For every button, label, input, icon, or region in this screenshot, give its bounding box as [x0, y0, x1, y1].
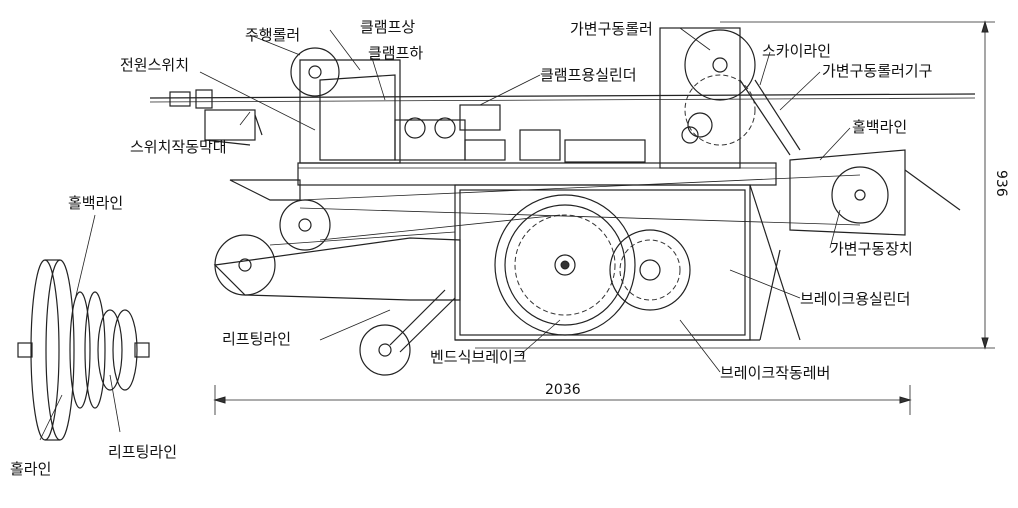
label-clamp-upper: 클램프상: [360, 18, 416, 36]
label-haulback-line: 홀백라인: [852, 118, 908, 136]
haulback-roller: [831, 166, 889, 224]
label-band-brake: 벤드식브레이크: [430, 348, 527, 366]
lifting-roller: [359, 324, 411, 376]
main-body: [454, 184, 751, 341]
travel-roller: [290, 47, 340, 97]
label-brake-lever: 브레이크작동레버: [720, 364, 831, 382]
dimension-width: 2036: [545, 382, 581, 398]
power-switch-assembly: [169, 89, 263, 146]
label-variable-roller-mech: 가변구동롤러기구: [822, 62, 933, 80]
main-drum: [494, 194, 636, 336]
lifting-arm: [389, 289, 446, 346]
label-skyline: 스카이라인: [762, 42, 832, 60]
label-variable-drive: 가변구동장치: [830, 240, 913, 258]
pulley-detail-view: [17, 214, 150, 441]
label-detail-hall-line: 홀라인: [10, 460, 52, 478]
clamp-cylinder: [459, 104, 501, 131]
label-power-switch: 전원스위치: [120, 56, 190, 74]
label-brake-cylinder: 브레이크용실린더: [800, 290, 911, 308]
label-detail-haulback: 홀백라인: [68, 194, 124, 212]
label-switch-rod: 스위치작동막대: [130, 138, 227, 156]
label-detail-lifting-line: 리프팅라인: [108, 443, 178, 461]
label-travel-roller: 주행롤러: [245, 26, 301, 44]
variable-roller: [684, 29, 756, 101]
label-clamp-cylinder: 클램프용실린더: [540, 66, 637, 84]
label-clamp-lower: 클램프하: [368, 44, 424, 62]
dimension-height: 936: [993, 170, 1009, 197]
brake-drum: [609, 229, 691, 311]
skyline-cable: [149, 93, 976, 99]
lower-left-roller: [214, 234, 276, 296]
label-lifting-line: 리프팅라인: [222, 330, 292, 348]
label-variable-roller: 가변구동롤러: [570, 20, 653, 38]
right-roller-tower: [659, 27, 741, 169]
left-roller-frame: [299, 59, 401, 164]
